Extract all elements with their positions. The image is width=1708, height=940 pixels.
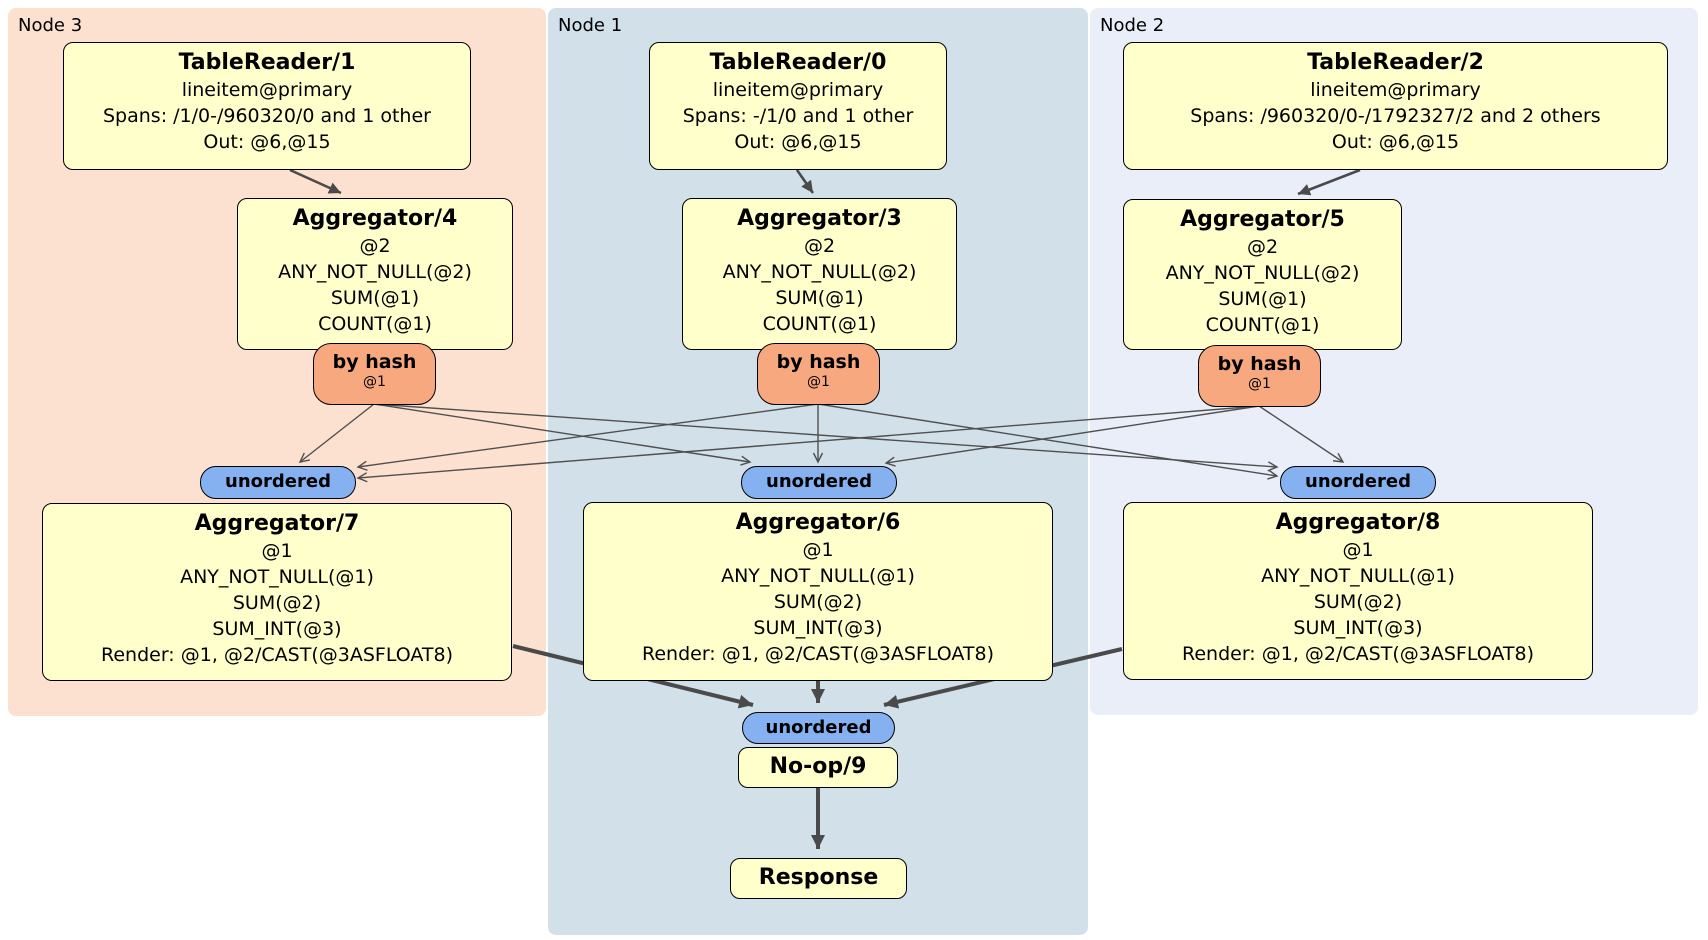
processor-line: ANY_NOT_NULL(@2) bbox=[278, 261, 472, 283]
router-detail: @1 bbox=[1248, 376, 1271, 392]
processor-title: Aggregator/6 bbox=[735, 510, 901, 535]
processor-line: Out: @6,@15 bbox=[1331, 131, 1460, 153]
processor-tablereader-2: TableReader/2 lineitem@primary Spans: /9… bbox=[1123, 42, 1668, 170]
processor-line: COUNT(@1) bbox=[762, 313, 877, 335]
sync-unordered-9: unordered bbox=[742, 712, 895, 744]
processor-tablereader-0: TableReader/0 lineitem@primary Spans: -/… bbox=[649, 42, 947, 170]
processor-line: SUM(@1) bbox=[330, 287, 420, 309]
region-node3-label: Node 3 bbox=[18, 15, 83, 36]
processor-title: No-op/9 bbox=[769, 754, 867, 779]
processor-line: SUM(@2) bbox=[1313, 591, 1403, 613]
processor-line: COUNT(@1) bbox=[1205, 314, 1320, 336]
processor-line: Spans: -/1/0 and 1 other bbox=[682, 105, 914, 127]
processor-line: @1 bbox=[261, 540, 293, 562]
sync-unordered-6: unordered bbox=[741, 466, 897, 499]
processor-title: Aggregator/4 bbox=[292, 206, 458, 231]
processor-line: SUM(@2) bbox=[773, 591, 863, 613]
processor-line: SUM(@1) bbox=[1218, 288, 1307, 310]
processor-line: @1 bbox=[1342, 539, 1374, 561]
processor-response: Response bbox=[730, 858, 907, 899]
region-node1-label: Node 1 bbox=[558, 15, 623, 36]
processor-line: Spans: /1/0-/960320/0 and 1 other bbox=[103, 105, 431, 127]
processor-line: @2 bbox=[1246, 236, 1279, 258]
processor-aggregator-3: Aggregator/3 @2 ANY_NOT_NULL(@2) SUM(@1)… bbox=[682, 198, 957, 350]
processor-line: ANY_NOT_NULL(@1) bbox=[1261, 565, 1455, 587]
region-node2-label: Node 2 bbox=[1100, 15, 1165, 36]
processor-aggregator-7: Aggregator/7 @1 ANY_NOT_NULL(@1) SUM(@2)… bbox=[42, 503, 512, 681]
processor-line: @2 bbox=[359, 235, 391, 257]
processor-line: @2 bbox=[803, 235, 836, 257]
processor-line: Render: @1, @2/CAST(@3ASFLOAT8) bbox=[1182, 643, 1534, 665]
processor-line: Spans: /960320/0-/1792327/2 and 2 others bbox=[1190, 105, 1601, 127]
processor-line: Render: @1, @2/CAST(@3ASFLOAT8) bbox=[642, 643, 994, 665]
router-by-hash-4: by hash @1 bbox=[313, 343, 436, 405]
router-detail: @1 bbox=[363, 374, 386, 390]
processor-tablereader-1: TableReader/1 lineitem@primary Spans: /1… bbox=[63, 42, 471, 170]
processor-line: SUM(@1) bbox=[775, 287, 864, 309]
processor-line: SUM_INT(@3) bbox=[753, 617, 883, 639]
processor-line: ANY_NOT_NULL(@2) bbox=[722, 261, 917, 283]
processor-line: COUNT(@1) bbox=[318, 313, 432, 335]
processor-noop-9: No-op/9 bbox=[738, 747, 898, 788]
router-by-hash-5: by hash @1 bbox=[1198, 345, 1321, 407]
router-detail: @1 bbox=[807, 374, 830, 390]
processor-title: Aggregator/3 bbox=[737, 206, 902, 231]
router-label: by hash bbox=[1217, 353, 1302, 375]
router-label: by hash bbox=[332, 351, 417, 373]
processor-line: SUM_INT(@3) bbox=[1293, 617, 1423, 639]
processor-line: lineitem@primary bbox=[712, 79, 884, 101]
processor-title: TableReader/1 bbox=[178, 50, 356, 75]
processor-title: TableReader/2 bbox=[1307, 50, 1484, 75]
processor-line: Out: @6,@15 bbox=[734, 131, 862, 153]
processor-line: lineitem@primary bbox=[181, 79, 353, 101]
sync-unordered-7: unordered bbox=[200, 466, 356, 499]
router-label: by hash bbox=[776, 351, 861, 373]
processor-line: SUM_INT(@3) bbox=[212, 618, 342, 640]
processor-line: Render: @1, @2/CAST(@3ASFLOAT8) bbox=[101, 644, 453, 666]
processor-line: Out: @6,@15 bbox=[203, 131, 331, 153]
processor-aggregator-5: Aggregator/5 @2 ANY_NOT_NULL(@2) SUM(@1)… bbox=[1123, 199, 1402, 350]
processor-title: Response bbox=[758, 865, 879, 890]
sync-unordered-8: unordered bbox=[1280, 466, 1436, 499]
processor-aggregator-6: Aggregator/6 @1 ANY_NOT_NULL(@1) SUM(@2)… bbox=[583, 502, 1053, 681]
router-by-hash-3: by hash @1 bbox=[757, 343, 880, 405]
processor-title: Aggregator/8 bbox=[1275, 510, 1441, 535]
processor-aggregator-8: Aggregator/8 @1 ANY_NOT_NULL(@1) SUM(@2)… bbox=[1123, 502, 1593, 680]
processor-line: @1 bbox=[802, 539, 834, 561]
processor-title: Aggregator/5 bbox=[1180, 207, 1345, 232]
processor-aggregator-4: Aggregator/4 @2 ANY_NOT_NULL(@2) SUM(@1)… bbox=[237, 198, 513, 350]
processor-line: ANY_NOT_NULL(@2) bbox=[1165, 262, 1360, 284]
processor-line: ANY_NOT_NULL(@1) bbox=[721, 565, 915, 587]
processor-line: SUM(@2) bbox=[232, 592, 322, 614]
processor-line: ANY_NOT_NULL(@1) bbox=[180, 566, 374, 588]
processor-title: TableReader/0 bbox=[709, 50, 887, 75]
processor-title: Aggregator/7 bbox=[194, 511, 360, 536]
processor-line: lineitem@primary bbox=[1310, 79, 1481, 101]
